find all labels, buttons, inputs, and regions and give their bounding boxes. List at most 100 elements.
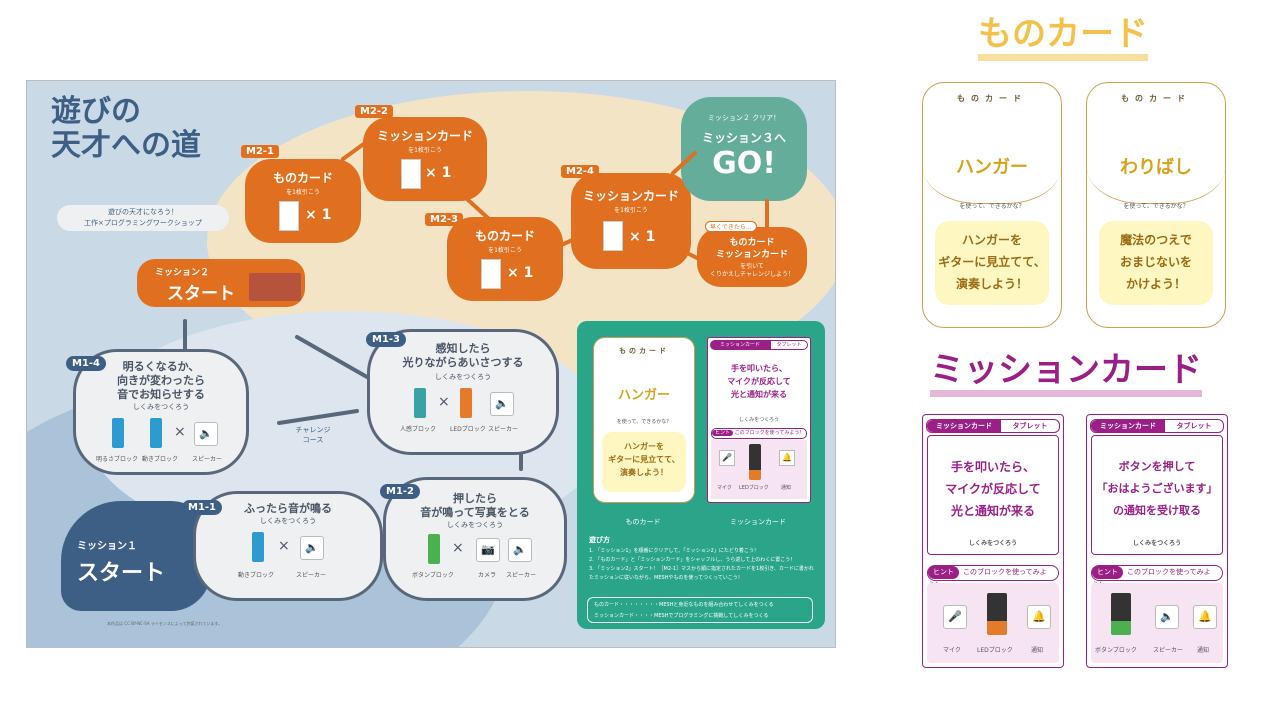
panel-mis-block1: マイク [717, 485, 732, 491]
m1-4-tag: M1-4 [66, 356, 107, 371]
m1-2-title2: 音が鳴って写真をとる [420, 506, 530, 519]
howto-title: 遊び方 [589, 536, 610, 544]
m2-4-times: × 1 [629, 229, 656, 245]
retry-title2: ミッションカード [715, 250, 788, 260]
logo-subtitle-1: 遊びの天才になろう！ [108, 208, 178, 216]
m2-1-title: ものカード [272, 171, 333, 185]
mono-card-question: を使って、できるかな？ [959, 203, 1025, 210]
panel-label-mono: ものカード [625, 518, 661, 526]
retry-node[interactable]: 早くできたら… ものカード ミッションカード を引いて くりかえしチャレンジしよ… [697, 221, 807, 287]
mono-card-word: わりばし [1120, 157, 1192, 178]
mission2-start-node[interactable]: ミッション２ スタート [137, 259, 305, 307]
howto-item-3: 3. 「ミッション2」スタート！［M2-1］マスから順に指定されたカードを1枚引… [589, 566, 814, 581]
board-logo: 遊びの 天才への道 [51, 95, 231, 163]
m1-3-block1-label: 人感ブロック [400, 426, 437, 433]
mono-card-text-3: かけよう！ [1125, 277, 1186, 291]
m1-2-title1: 押したら [453, 492, 497, 505]
arrow-m21-m22 [341, 141, 367, 161]
mission1-start-node[interactable]: ミッション１ スタート [61, 501, 211, 611]
howto-list: 1. 「ミッション1」を順番にクリアして、「ミッション2」にたどり着こう！ 2.… [589, 547, 815, 583]
m1-3-block2-label: LEDブロック [450, 426, 486, 433]
mission-card-hint-area: 🔈 🔔 ボタンブロック スピーカー 通知 [1091, 583, 1223, 663]
microphone-icon: 🎤 [719, 450, 735, 466]
m2-2-tag: M2-2 [355, 105, 394, 118]
led-block [749, 444, 761, 480]
panel-label-mis: ミッションカード [730, 518, 786, 526]
m1-4-node[interactable]: M1-4 明るくなるか、 向きが変わったら 音でお知らせする しくみをつくろう … [66, 349, 249, 475]
mono-card-head: ものカード [957, 94, 1027, 103]
panel-mis-hint-text: このブロックを使ってみよう！ [734, 430, 805, 436]
panel-mis-tab1: ミッションカード [710, 340, 770, 350]
mono-card-waribashi[interactable]: ものカード わりばし を使って、できるかな？ 魔法のつえで おまじないを かけよ… [1086, 82, 1226, 328]
mission-card-text-3: の通知を受け取る [1113, 504, 1201, 517]
mission-card-header: ミッションカード タブレット [1090, 419, 1224, 433]
m2-2-node[interactable]: ミッションカード を1枚引こう × 1 [363, 117, 487, 201]
speaker-icon: 🔈 [194, 422, 218, 446]
logo-subtitle-2: 工作×プログラミングワークショップ [84, 219, 202, 227]
panel-mis-text-2: マイクが反応して [727, 377, 791, 386]
mono-card-head: ものカード [1121, 94, 1191, 103]
mono-card-top [1087, 83, 1225, 204]
m1-1-node[interactable]: M1-1 ふったら音が鳴る しくみをつくろう × 🔈 動きブロック スピーカー [182, 491, 383, 601]
mono-card-hanger[interactable]: ものカード ハンガー を使って、できるかな？ ハンガーを ギターに見立てて、 演… [922, 82, 1062, 328]
m2-4-title: ミッションカード [582, 189, 679, 203]
block-label-2: スピーカー [1153, 647, 1184, 654]
m1-2-tag: M1-2 [380, 484, 421, 499]
m1-3-title1: 感知したら [435, 342, 491, 355]
mono-card-text-2: ギターに見立てて、 [938, 255, 1046, 269]
m2-3-card [481, 259, 501, 289]
m1-2-node[interactable]: M1-2 押したら 音が鳴って写真をとる しくみをつくろう × 📷 🔈 ボタンブ… [380, 477, 567, 601]
board-footer: 本作品は CC BY-NC-SA ライセンスによって許諾されています。 [107, 621, 222, 626]
arrow-m22-m23 [465, 197, 491, 221]
speaker-icon: 🔈 [490, 392, 514, 416]
mission-card-tab1: ミッションカード [1091, 420, 1165, 432]
m1-1-block1-label: 動きブロック [238, 572, 275, 579]
retry-title1: ものカード [729, 238, 775, 248]
speaker-icon: 🔈 [508, 538, 532, 562]
game-board: 遊びの 天才への道 遊びの天才になろう！ 工作×プログラミングワークショップ ミ… [26, 80, 836, 648]
howto-item-2: 2. 「ものカード」と「ミッションカード」をシャッフルし、うら返して上のわくに置… [589, 557, 796, 563]
m1-4-times: × [174, 424, 186, 440]
arrow-m24-goal [671, 151, 697, 175]
mission-card-clap[interactable]: ミッションカード タブレット 手を叩いたら、 マイクが反応して 光と通知が来る … [922, 414, 1064, 668]
m1-1-tag: M1-1 [182, 500, 223, 515]
howto-item-1: 1. 「ミッション1」を順番にクリアして、「ミッション2」にたどり着こう！ [589, 548, 759, 554]
arrow-m13-m2start [295, 335, 369, 379]
m2-1-card [279, 201, 299, 231]
button-block [1111, 593, 1131, 635]
m2-4-card [603, 221, 623, 251]
speaker-icon: 🔈 [300, 536, 324, 560]
mono-card-box: 魔法のつえで おまじないを かけよう！ [1099, 221, 1213, 305]
m1-4-block2-label: 動きブロック [142, 456, 179, 463]
m1-4-block3-label: スピーカー [192, 456, 223, 463]
m2-3-node[interactable]: ものカード を1枚引こう × 1 [447, 217, 563, 301]
m2-4-node[interactable]: ミッションカード を1枚引こう × 1 [571, 173, 691, 269]
mono-card-text-2: おまじないを [1119, 255, 1192, 269]
panel-mis-text: 手を叩いたら、 マイクが反応して 光と通知が来る [708, 362, 810, 401]
panel-mis-hint-area: 🎤 🔔 マイク LEDブロック 通知 [711, 440, 807, 499]
goal-line1: ミッション２ クリア！ [707, 114, 781, 122]
m1-3-node[interactable]: M1-3 感知したら 光りながらあいさつする しくみをつくろう × 🔈 人感ブロ… [366, 329, 559, 455]
goal-line2: ミッション３へ [701, 131, 786, 145]
mono-card-word: ハンガー [956, 157, 1028, 178]
mission-card-button[interactable]: ミッションカード タブレット ボタンを押して 「おはようございます」 の通知を受… [1086, 414, 1228, 668]
m1-1-block2-label: スピーカー [296, 572, 327, 579]
building-illustration [249, 273, 301, 301]
block-label-2: LEDブロック [977, 647, 1013, 654]
mission-card-body: 手を叩いたら、 マイクが反応して 光と通知が来る しくみをつくろう [927, 435, 1059, 555]
block-label-3: 通知 [1197, 647, 1210, 654]
m2-1-node[interactable]: ものカード を1枚引こう × 1 [245, 159, 361, 243]
mission1-start-label: スタート [77, 561, 166, 586]
panel-mis-hint-tag: ヒント [712, 430, 734, 436]
mono-card-box: ハンガーを ギターに見立てて、 演奏しよう！ [935, 221, 1049, 305]
mission2-start-tag: ミッション２ [155, 268, 210, 278]
panel-mono-q: を使って、できるかな？ [616, 419, 672, 425]
mission-card-text-1: ボタンを押して [1118, 460, 1196, 473]
motion-block [150, 418, 162, 448]
challenge-course-label: チャレンジコース [295, 426, 331, 444]
goal-node[interactable]: ミッション２ クリア！ ミッション３へ GO! [681, 97, 807, 201]
panel-mono-head: ものカード [619, 347, 669, 355]
m1-2-block3-label: スピーカー [506, 572, 537, 579]
